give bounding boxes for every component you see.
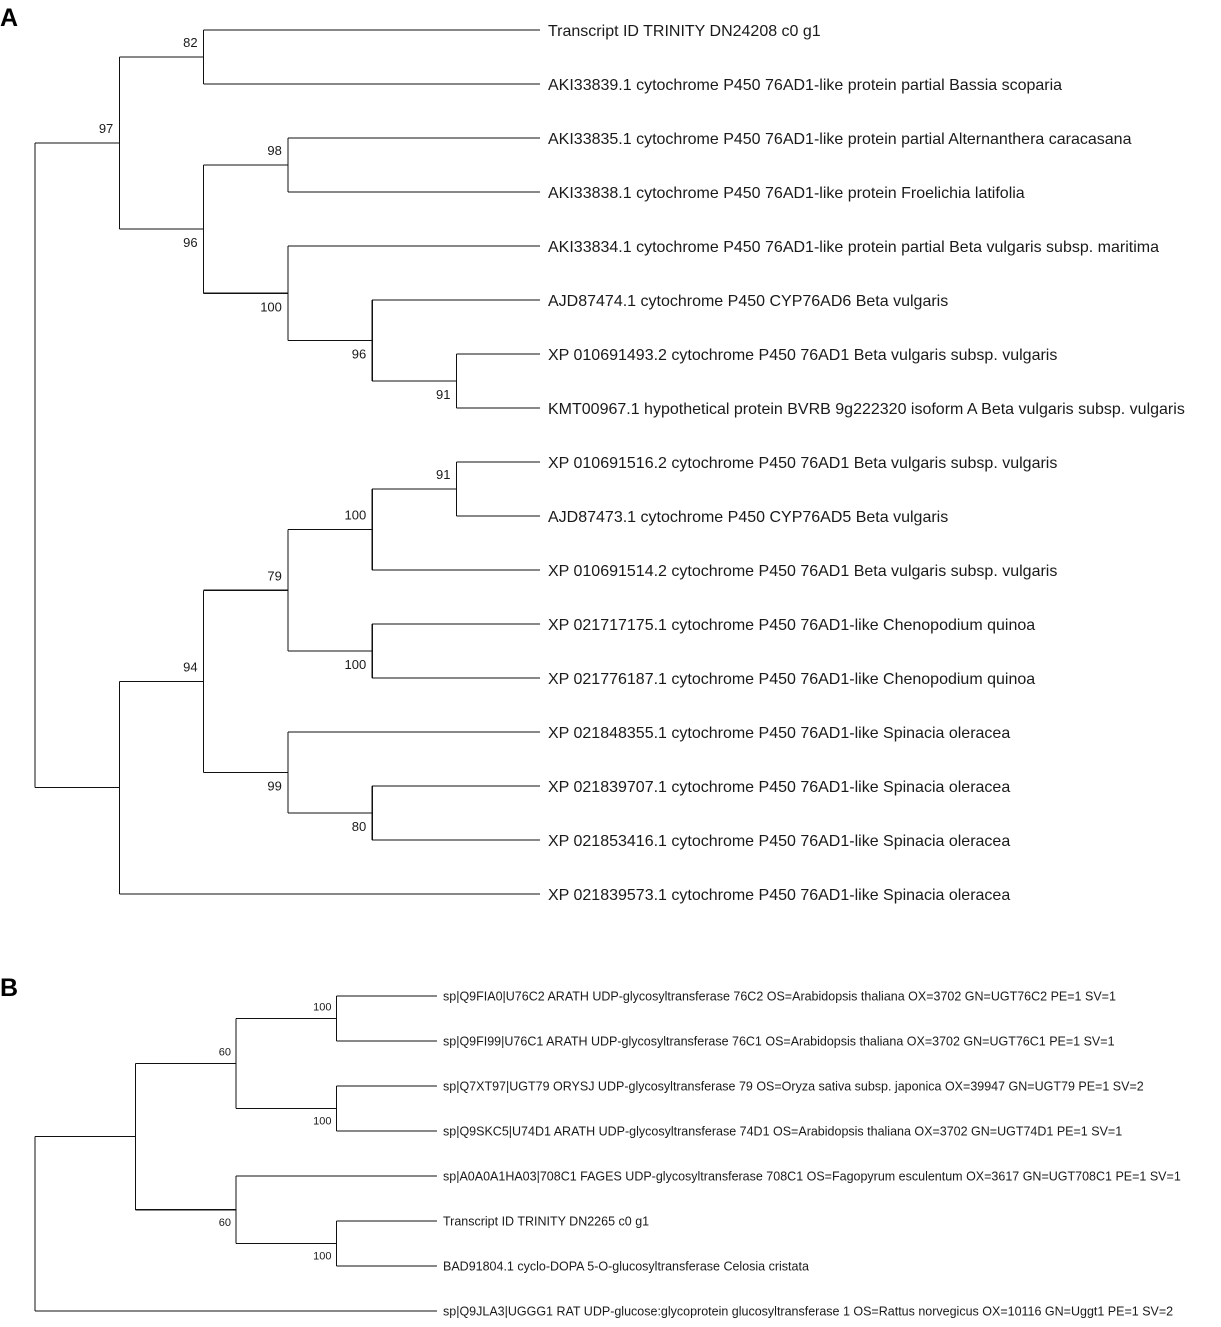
taxon-label: XP 021839707.1 cytochrome P450 76AD1-lik… [548, 779, 1010, 796]
bootstrap-value: 60 [219, 1217, 231, 1229]
taxon-label: XP 010691514.2 cytochrome P450 76AD1 Bet… [548, 563, 1057, 580]
taxon-label: XP 021853416.1 cytochrome P450 76AD1-lik… [548, 833, 1010, 850]
panel-letter: B [0, 974, 18, 1002]
bootstrap-value: 91 [436, 467, 450, 482]
taxon-label: Transcript ID TRINITY DN2265 c0 g1 [443, 1215, 649, 1229]
bootstrap-value: 82 [183, 35, 197, 50]
tree-branches [34, 29, 540, 895]
bootstrap-value: 100 [313, 1002, 331, 1014]
taxon-label: BAD91804.1 cyclo-DOPA 5-O-glucosyltransf… [443, 1260, 809, 1274]
bootstrap-value: 94 [183, 659, 197, 674]
bootstrap-value: 98 [267, 143, 281, 158]
taxon-label: XP 021839573.1 cytochrome P450 76AD1-lik… [548, 887, 1010, 904]
bootstrap-value: 99 [267, 779, 281, 794]
bootstrap-value: 96 [183, 235, 197, 250]
bootstrap-value: 91 [436, 387, 450, 402]
taxon-label: AJD87474.1 cytochrome P450 CYP76AD6 Beta… [548, 293, 948, 310]
bootstrap-value: 100 [313, 1116, 331, 1128]
taxon-label: AKI33838.1 cytochrome P450 76AD1-like pr… [548, 185, 1025, 202]
taxon-label: Transcript ID TRINITY DN24208 c0 g1 [548, 23, 821, 40]
bootstrap-value: 100 [313, 1251, 331, 1263]
panel-letter: A [0, 4, 18, 32]
taxon-label: sp|A0A0A1HA03|708C1 FAGES UDP-glycosyltr… [443, 1170, 1181, 1184]
bootstrap-value: 100 [260, 299, 282, 314]
taxon-label: sp|Q7XT97|UGT79 ORYSJ UDP-glycosyltransf… [443, 1080, 1144, 1094]
taxon-label: KMT00967.1 hypothetical protein BVRB 9g2… [548, 401, 1185, 418]
taxon-label: sp|Q9SKC5|U74D1 ARATH UDP-glycosyltransf… [443, 1125, 1122, 1139]
bootstrap-value: 100 [344, 508, 366, 523]
bootstrap-value: 80 [352, 819, 366, 834]
taxon-label: XP 010691493.2 cytochrome P450 76AD1 Bet… [548, 347, 1057, 364]
taxon-label: XP 021848355.1 cytochrome P450 76AD1-lik… [548, 725, 1010, 742]
bootstrap-value: 60 [219, 1047, 231, 1059]
taxon-label: AJD87473.1 cytochrome P450 CYP76AD5 Beta… [548, 509, 948, 526]
bootstrap-value: 96 [352, 347, 366, 362]
taxon-label: XP 021776187.1 cytochrome P450 76AD1-lik… [548, 671, 1035, 688]
panel-a: A Transcript ID TRINITY DN24208 c0 g1 AKI3… [0, 4, 1185, 904]
taxon-label: AKI33835.1 cytochrome P450 76AD1-like pr… [548, 131, 1132, 148]
taxon-label: AKI33834.1 cytochrome P450 76AD1-like pr… [548, 239, 1159, 256]
taxon-label: sp|Q9JLA3|UGGG1 RAT UDP-glucose:glycopro… [443, 1305, 1173, 1319]
bootstrap-value: 100 [344, 657, 366, 672]
taxon-label: XP 021717175.1 cytochrome P450 76AD1-lik… [548, 617, 1035, 634]
bootstrap-value: 97 [99, 121, 113, 136]
bootstrap-value: 79 [267, 568, 281, 583]
tree-branches [34, 995, 437, 1312]
taxon-label: sp|Q9FIA0|U76C2 ARATH UDP-glycosyltransf… [443, 990, 1116, 1004]
taxon-label: sp|Q9FI99|U76C1 ARATH UDP-glycosyltransf… [443, 1035, 1115, 1049]
taxon-label: AKI33839.1 cytochrome P450 76AD1-like pr… [548, 77, 1062, 94]
taxon-label: XP 010691516.2 cytochrome P450 76AD1 Bet… [548, 455, 1057, 472]
